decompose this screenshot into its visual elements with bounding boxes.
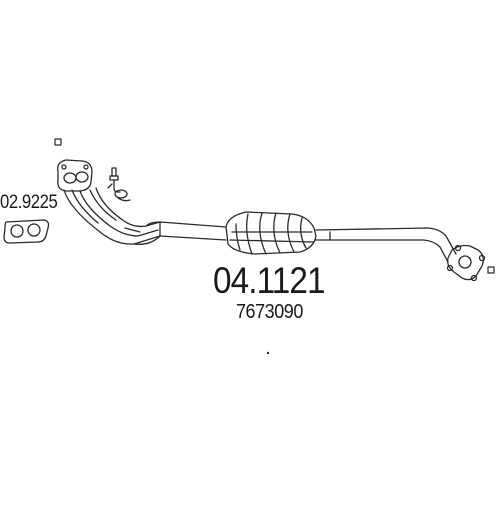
related-part-number-label: 02.9225 [0,192,58,213]
marker-square-right [487,266,495,274]
part-number-label: 04.1121 [213,260,326,301]
sensor-bracket [107,167,131,202]
catalytic-converter [225,211,317,255]
front-downpipe [63,187,161,245]
outlet-pipe [315,227,457,263]
oem-number-label: 7673090 [236,301,303,323]
marker-dot [266,351,270,355]
gasket-drawing [3,219,50,244]
front-flange [57,159,93,192]
marker-square-top-left [54,138,62,146]
inlet-pipe [159,221,227,241]
rear-flange [446,244,486,282]
